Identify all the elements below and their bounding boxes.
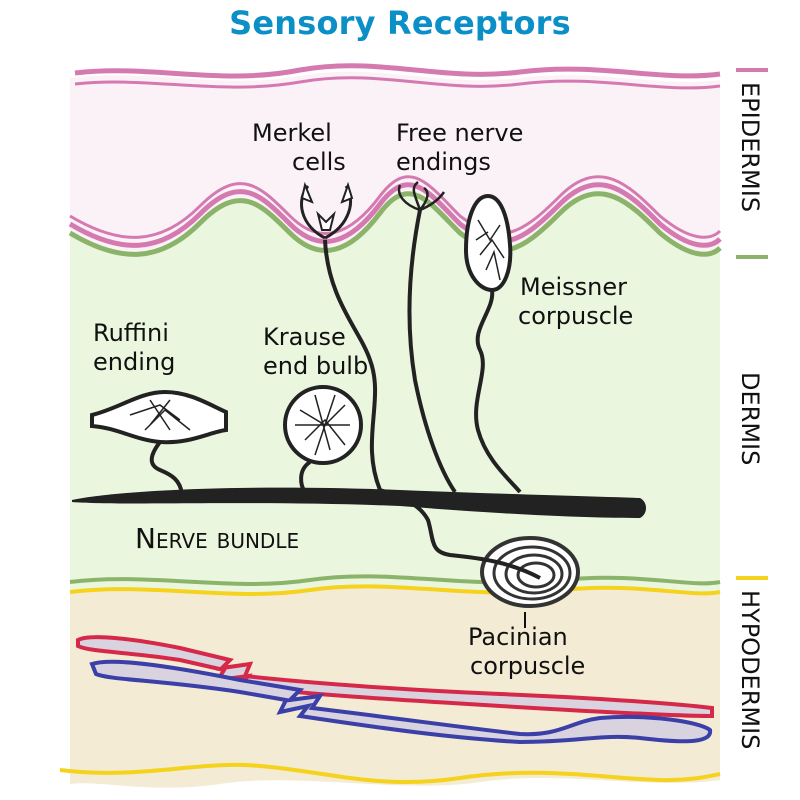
ruffini-ending bbox=[90, 389, 228, 495]
free-nerve-label-line2: endings bbox=[396, 148, 491, 176]
krause-label-line2: end bulb bbox=[263, 352, 368, 380]
diagram-title: Sensory Receptors bbox=[229, 4, 571, 42]
nerve-bundle bbox=[72, 487, 646, 518]
free-nerve-label-line1: Free nerve bbox=[396, 119, 523, 147]
layer-label-hypodermis: HYPODERMIS bbox=[736, 590, 764, 749]
krause-end-bulb bbox=[283, 385, 363, 494]
meissner-label-line2: corpuscle bbox=[518, 302, 633, 330]
dermis-top-line bbox=[68, 191, 722, 257]
hypodermis-bottom-line bbox=[59, 762, 721, 784]
epidermis-boundary-line bbox=[69, 175, 722, 239]
epidermis-boundary-line-2 bbox=[68, 182, 722, 248]
hypodermis-top-line bbox=[69, 584, 721, 596]
pacinian-label-line2: corpuscle bbox=[470, 652, 585, 680]
vein bbox=[89, 659, 713, 745]
nerve-bundle-label: Nerve bundle bbox=[135, 522, 299, 555]
free-nerve-endings bbox=[397, 181, 457, 494]
krause-label-line1: Krause bbox=[263, 323, 346, 351]
merkel-label-line2: cells bbox=[292, 148, 346, 176]
merkel-cell-receptor bbox=[300, 181, 382, 491]
merkel-label-line1: Merkel bbox=[252, 119, 332, 147]
meissner-corpuscle bbox=[463, 193, 522, 494]
skin-surface-line-inner bbox=[74, 76, 721, 90]
ruffini-label-line2: ending bbox=[93, 348, 175, 376]
ruffini-label-line1: Ruffini bbox=[93, 319, 169, 347]
layer-label-epidermis: EPIDERMIS bbox=[736, 82, 764, 212]
pacinian-label-line1: Pacinian bbox=[468, 623, 568, 651]
dermis-bottom-line bbox=[69, 574, 721, 586]
layer-label-dermis: DERMIS bbox=[736, 372, 764, 465]
hypodermis-region bbox=[70, 584, 720, 788]
skin-surface-line bbox=[74, 63, 721, 79]
pacinian-corpuscle bbox=[379, 488, 580, 628]
meissner-label-line1: Meissner bbox=[520, 273, 627, 301]
